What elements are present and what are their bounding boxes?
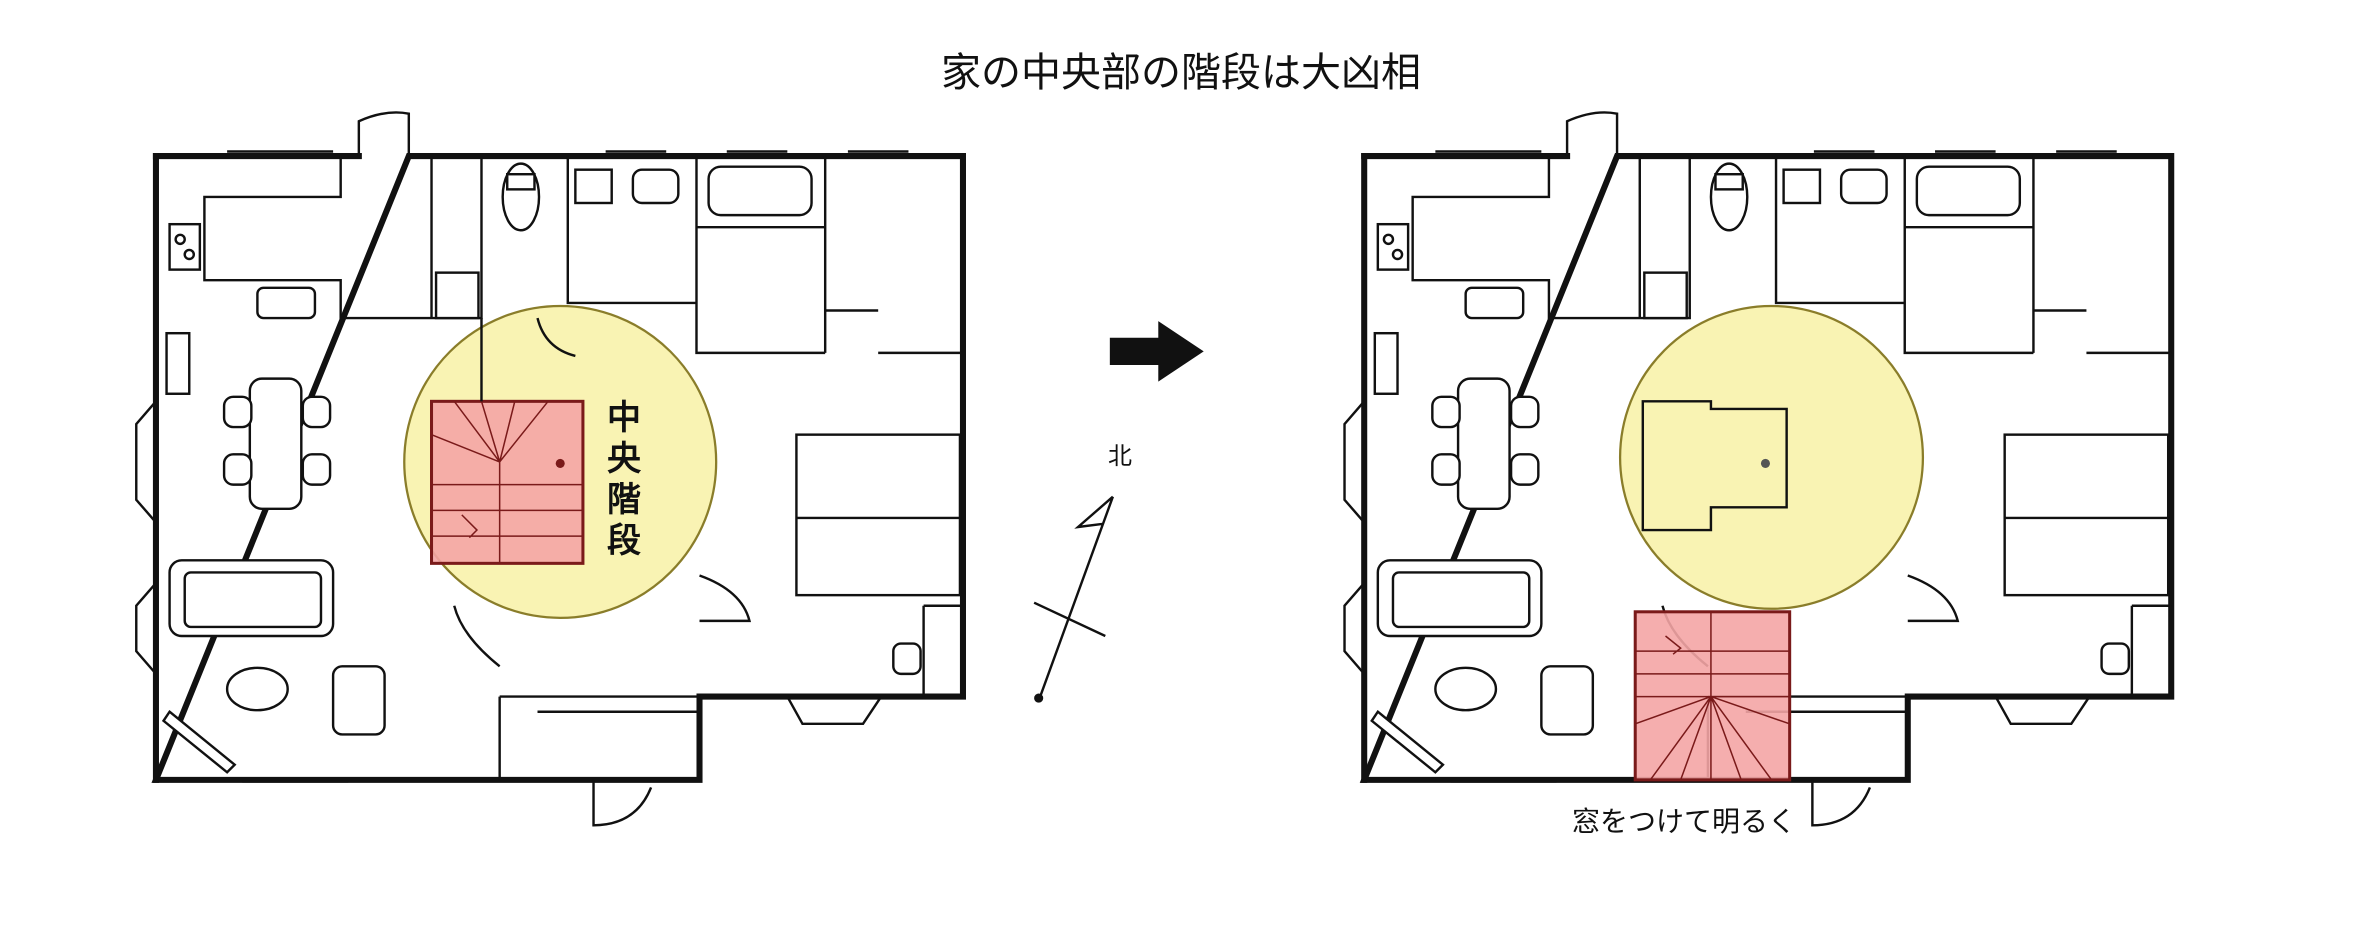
room-marker: [1760, 458, 1770, 468]
arrow-right-icon: [1109, 321, 1204, 382]
central-room-outline: [1641, 400, 1788, 532]
center-zone-circle: [1618, 304, 1925, 610]
compass-north-icon: [1033, 495, 1115, 703]
central-staircase: [430, 399, 585, 565]
relocated-staircase: [1633, 610, 1792, 782]
page-title: 家の中央部の階段は大凶相: [941, 50, 1421, 96]
stair-hall-door: [480, 317, 576, 402]
north-label: 北: [1108, 442, 1132, 470]
front-door: [592, 779, 653, 827]
window-note-label: 窓をつけて明るく: [1572, 805, 1797, 838]
central-stair-label: 中央階段: [607, 398, 641, 561]
front-door: [1811, 779, 1872, 827]
